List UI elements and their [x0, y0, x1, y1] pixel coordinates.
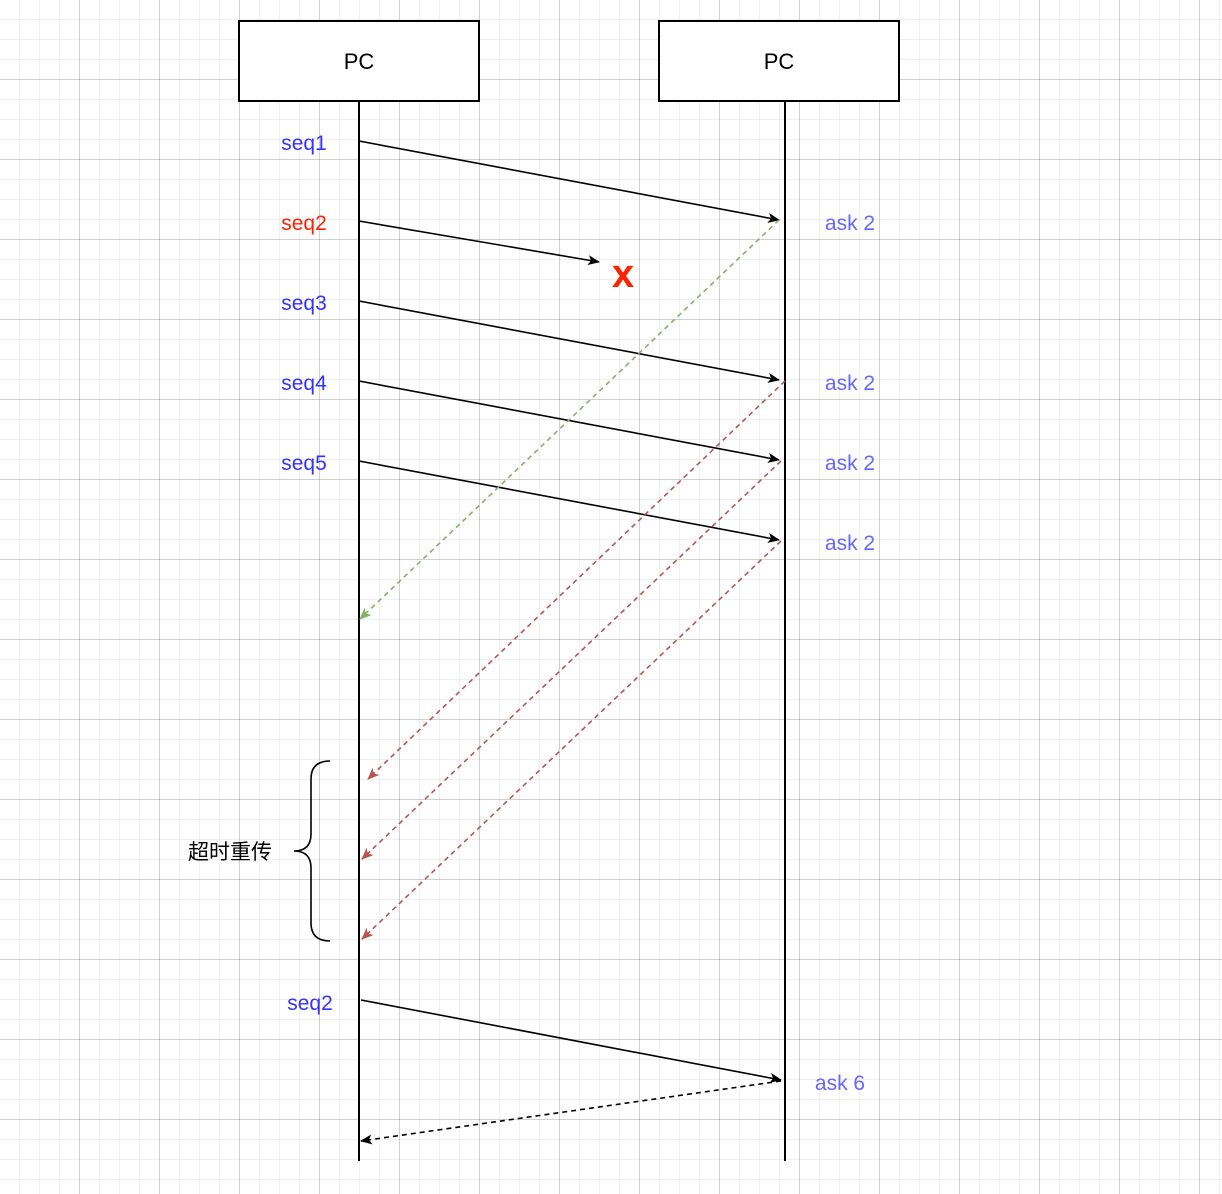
sender-label: seq1	[281, 132, 327, 155]
ack-arrow-duplicate-1	[367, 380, 786, 780]
sender-label: seq2	[287, 992, 333, 1015]
participant-left-label: PC	[344, 49, 375, 74]
data-arrow-seq1	[358, 140, 780, 223]
participant-right-box	[658, 20, 900, 102]
sender-label: seq3	[281, 292, 327, 315]
timeout-brace	[293, 760, 331, 942]
ack-arrow-duplicate-3	[361, 540, 782, 940]
data-arrow-seq2-retransmit	[360, 999, 782, 1083]
sender-label: seq2	[281, 212, 327, 235]
receiver-label: ask 2	[825, 372, 875, 395]
ack-arrow-final	[360, 1080, 782, 1145]
receiver-label: ask 2	[825, 452, 875, 475]
sender-label: seq5	[281, 452, 327, 475]
receiver-label: ask 6	[815, 1072, 865, 1095]
participant-right-label: PC	[764, 49, 795, 74]
participant-left-box	[238, 20, 480, 102]
data-arrow-seq2-lost	[358, 220, 600, 266]
participant-left: PC	[238, 20, 480, 102]
receiver-label: ask 2	[825, 532, 875, 555]
timeout-retransmit-label: 超时重传	[188, 840, 272, 864]
lost-packet-marker: x	[612, 252, 634, 296]
receiver-label: ask 2	[825, 212, 875, 235]
ack-arrow-duplicate-2	[361, 460, 782, 860]
participant-right: PC	[658, 20, 900, 102]
ack-arrow-first	[359, 219, 780, 620]
data-arrow-seq3	[358, 300, 780, 383]
data-arrow-seq5	[358, 460, 780, 543]
sender-label: seq4	[281, 372, 327, 395]
